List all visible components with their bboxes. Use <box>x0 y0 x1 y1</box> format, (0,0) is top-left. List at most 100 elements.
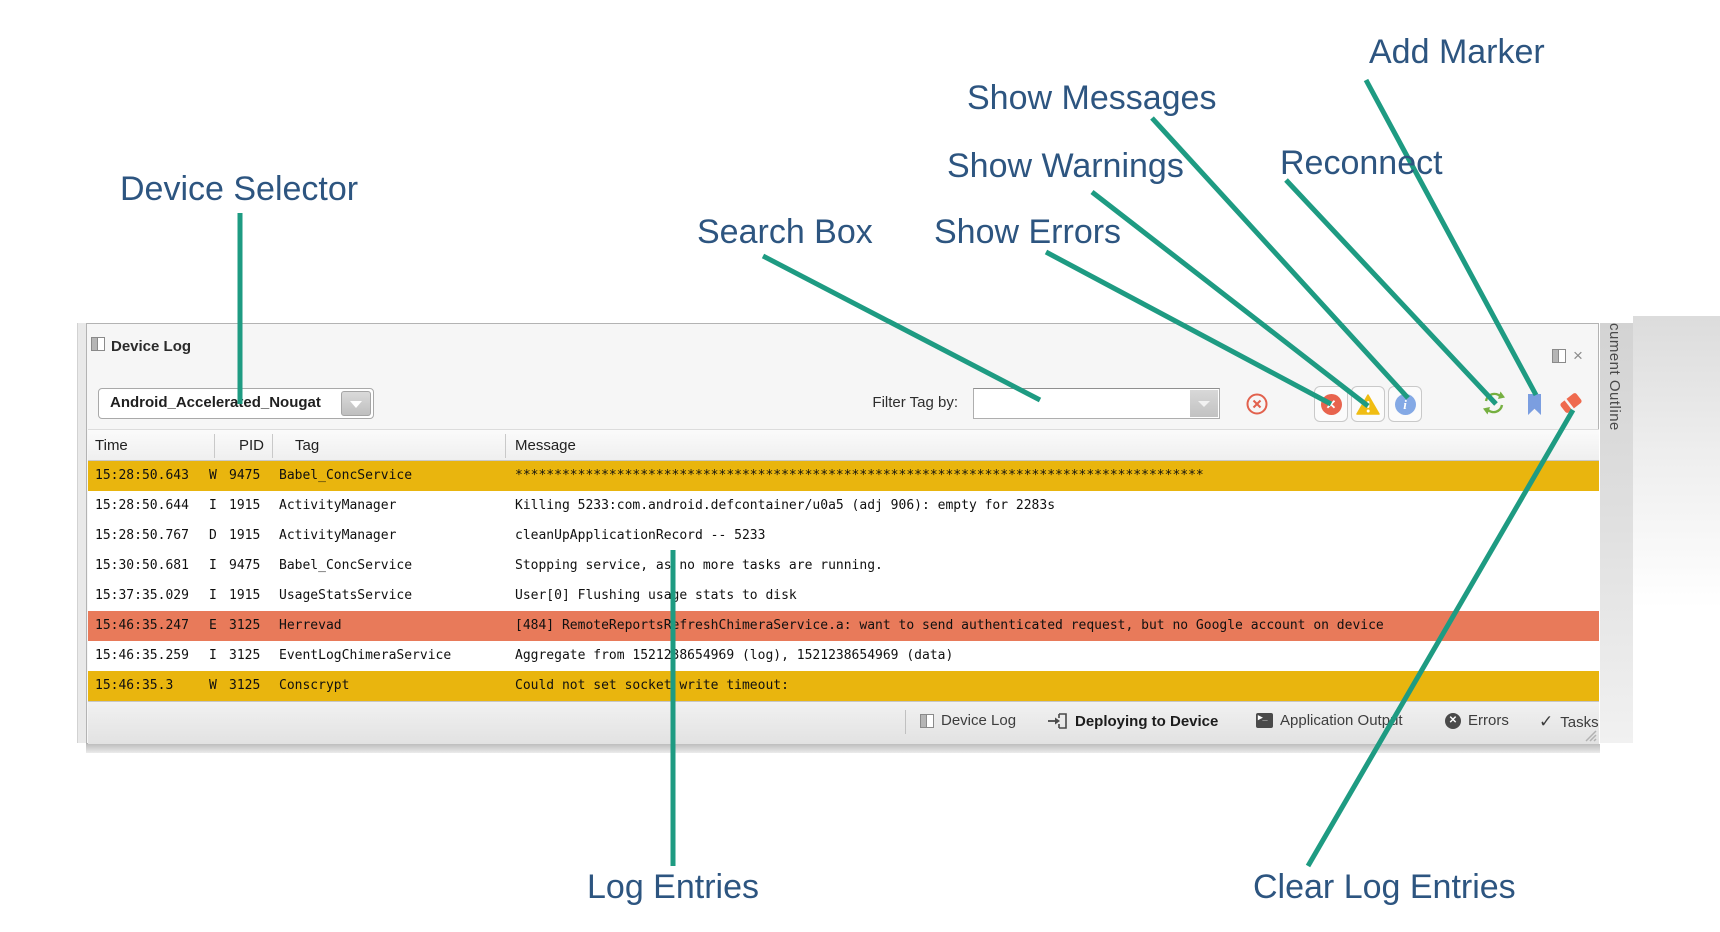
split-view-icon[interactable] <box>1552 349 1566 363</box>
column-divider[interactable] <box>505 434 506 458</box>
log-tag: EventLogChimeraService <box>279 648 452 663</box>
annotation-reconnect: Reconnect <box>1280 144 1443 182</box>
annotation-show-errors: Show Errors <box>934 213 1122 251</box>
log-time: 15:46:35.247 <box>95 618 189 633</box>
status-tab-errors[interactable]: ✕ Errors <box>1445 712 1509 729</box>
filter-dropdown-button[interactable] <box>1190 390 1218 417</box>
log-message: Aggregate from 1521238654969 (log), 1521… <box>515 648 954 663</box>
document-outline-sidebar[interactable]: cument Outline <box>1600 323 1633 743</box>
filter-tag-input[interactable] <box>978 391 1188 417</box>
annotation-clear-log-entries: Clear Log Entries <box>1253 868 1516 906</box>
log-row[interactable]: 15:46:35.3 W 3125 Conscrypt Could not se… <box>88 671 1599 701</box>
window-left-edge <box>77 323 87 743</box>
log-pid: 1915 <box>229 498 261 513</box>
log-entries: 15:28:50.643 W 9475 Babel_ConcService **… <box>88 461 1599 701</box>
table-header: Time PID Tag Message <box>88 429 1599 461</box>
check-icon: ✓ <box>1539 712 1554 731</box>
log-row[interactable]: 15:37:35.029 I 1915 UsageStatsService Us… <box>88 581 1599 611</box>
show-errors-button[interactable]: ✕ <box>1314 386 1348 422</box>
status-tab-label: Deploying to Device <box>1075 712 1219 730</box>
log-time: 15:46:35.259 <box>95 648 189 663</box>
column-header-message: Message <box>515 437 576 454</box>
reconnect-icon[interactable] <box>1481 390 1507 416</box>
right-fade <box>1633 316 1720 746</box>
panel-icon <box>920 713 934 728</box>
resize-grip[interactable] <box>1582 727 1597 742</box>
log-tag: Conscrypt <box>279 678 350 693</box>
log-level: W <box>209 678 217 693</box>
panel-title: Device Log <box>111 338 192 355</box>
log-level: D <box>209 528 217 543</box>
status-tab-label: Device Log <box>941 712 1017 729</box>
log-level: I <box>209 558 217 573</box>
clear-filter-icon[interactable] <box>1245 392 1269 416</box>
log-time: 15:30:50.681 <box>95 558 189 573</box>
show-warnings-button[interactable] <box>1351 386 1385 422</box>
filter-tag-label: Filter Tag by: <box>872 394 958 411</box>
log-time: 15:28:50.644 <box>95 498 189 513</box>
terminal-icon: ▸_ <box>1256 713 1273 728</box>
error-circle-icon: ✕ <box>1320 393 1342 415</box>
search-box[interactable] <box>973 388 1220 419</box>
log-message: Stopping service, as no more tasks are r… <box>515 558 883 573</box>
log-level: I <box>209 498 217 513</box>
device-selector[interactable]: Android_Accelerated_Nougat <box>98 388 374 419</box>
device-selector-value: Android_Accelerated_Nougat <box>110 394 321 411</box>
status-divider <box>905 710 906 734</box>
status-tab-application-output[interactable]: ▸_ Application Output <box>1256 712 1403 729</box>
warning-triangle-icon <box>1356 393 1380 415</box>
annotation-show-warnings: Show Warnings <box>947 147 1184 185</box>
log-row[interactable]: 15:30:50.681 I 9475 Babel_ConcService St… <box>88 551 1599 581</box>
log-tag: UsageStatsService <box>279 588 413 603</box>
log-pid: 9475 <box>229 558 261 573</box>
status-tab-label: Errors <box>1468 712 1509 729</box>
device-log-panel: Device Log × Android_Accelerated_Nougat … <box>86 323 1599 744</box>
show-messages-button[interactable]: i <box>1388 386 1422 422</box>
status-bar: Device Log Deploying to Device ▸_ Applic… <box>88 701 1599 744</box>
status-tab-device-log[interactable]: Device Log <box>920 712 1016 729</box>
document-outline-label: cument Outline <box>1606 323 1623 431</box>
annotation-log-entries: Log Entries <box>587 868 759 906</box>
status-tab-label: Application Output <box>1280 712 1403 729</box>
log-level: I <box>209 588 217 603</box>
clear-log-icon[interactable] <box>1555 388 1587 418</box>
add-marker-icon[interactable] <box>1528 394 1541 415</box>
annotation-show-messages: Show Messages <box>967 79 1217 117</box>
log-message: Killing 5233:com.android.defcontainer/u0… <box>515 498 1056 513</box>
log-message: Could not set socket write timeout: <box>515 678 789 693</box>
log-tag: Herrevad <box>279 618 342 633</box>
status-tab-deploying[interactable]: Deploying to Device <box>1048 712 1218 730</box>
log-row[interactable]: 15:46:35.259 I 3125 EventLogChimeraServi… <box>88 641 1599 671</box>
log-row[interactable]: 15:28:50.767 D 1915 ActivityManager clea… <box>88 521 1599 551</box>
log-message: [484] RemoteReportsRefreshChimeraService… <box>515 618 1384 633</box>
log-tag: ActivityManager <box>279 498 397 513</box>
info-circle-icon: i <box>1394 393 1416 415</box>
log-row[interactable]: 15:28:50.643 W 9475 Babel_ConcService **… <box>88 461 1599 491</box>
error-circle-icon: ✕ <box>1445 712 1461 729</box>
log-message: User[0] Flushing usage stats to disk <box>515 588 797 603</box>
annotation-device-selector: Device Selector <box>120 170 359 208</box>
log-pid: 3125 <box>229 678 261 693</box>
log-level: W <box>209 468 217 483</box>
column-divider[interactable] <box>214 434 215 458</box>
device-selector-dropdown-button[interactable] <box>341 391 371 416</box>
chevron-down-icon <box>350 401 362 408</box>
log-time: 15:28:50.767 <box>95 528 189 543</box>
chevron-down-icon <box>1198 401 1210 407</box>
column-header-time: Time <box>95 437 128 454</box>
deploy-to-device-icon <box>1048 713 1067 729</box>
panel-toggle-icon[interactable] <box>91 337 105 351</box>
column-divider[interactable] <box>272 434 273 458</box>
log-message: cleanUpApplicationRecord -- 5233 <box>515 528 766 543</box>
log-row[interactable]: 15:28:50.644 I 1915 ActivityManager Kill… <box>88 491 1599 521</box>
annotation-search-box: Search Box <box>697 213 873 251</box>
annotation-add-marker: Add Marker <box>1369 33 1545 71</box>
log-pid: 1915 <box>229 528 261 543</box>
log-level: E <box>209 618 217 633</box>
close-icon[interactable]: × <box>1573 346 1583 365</box>
window-bottom-edge <box>86 744 1600 753</box>
log-time: 15:28:50.643 <box>95 468 189 483</box>
log-row[interactable]: 15:46:35.247 E 3125 Herrevad [484] Remot… <box>88 611 1599 641</box>
column-header-tag: Tag <box>295 437 320 454</box>
